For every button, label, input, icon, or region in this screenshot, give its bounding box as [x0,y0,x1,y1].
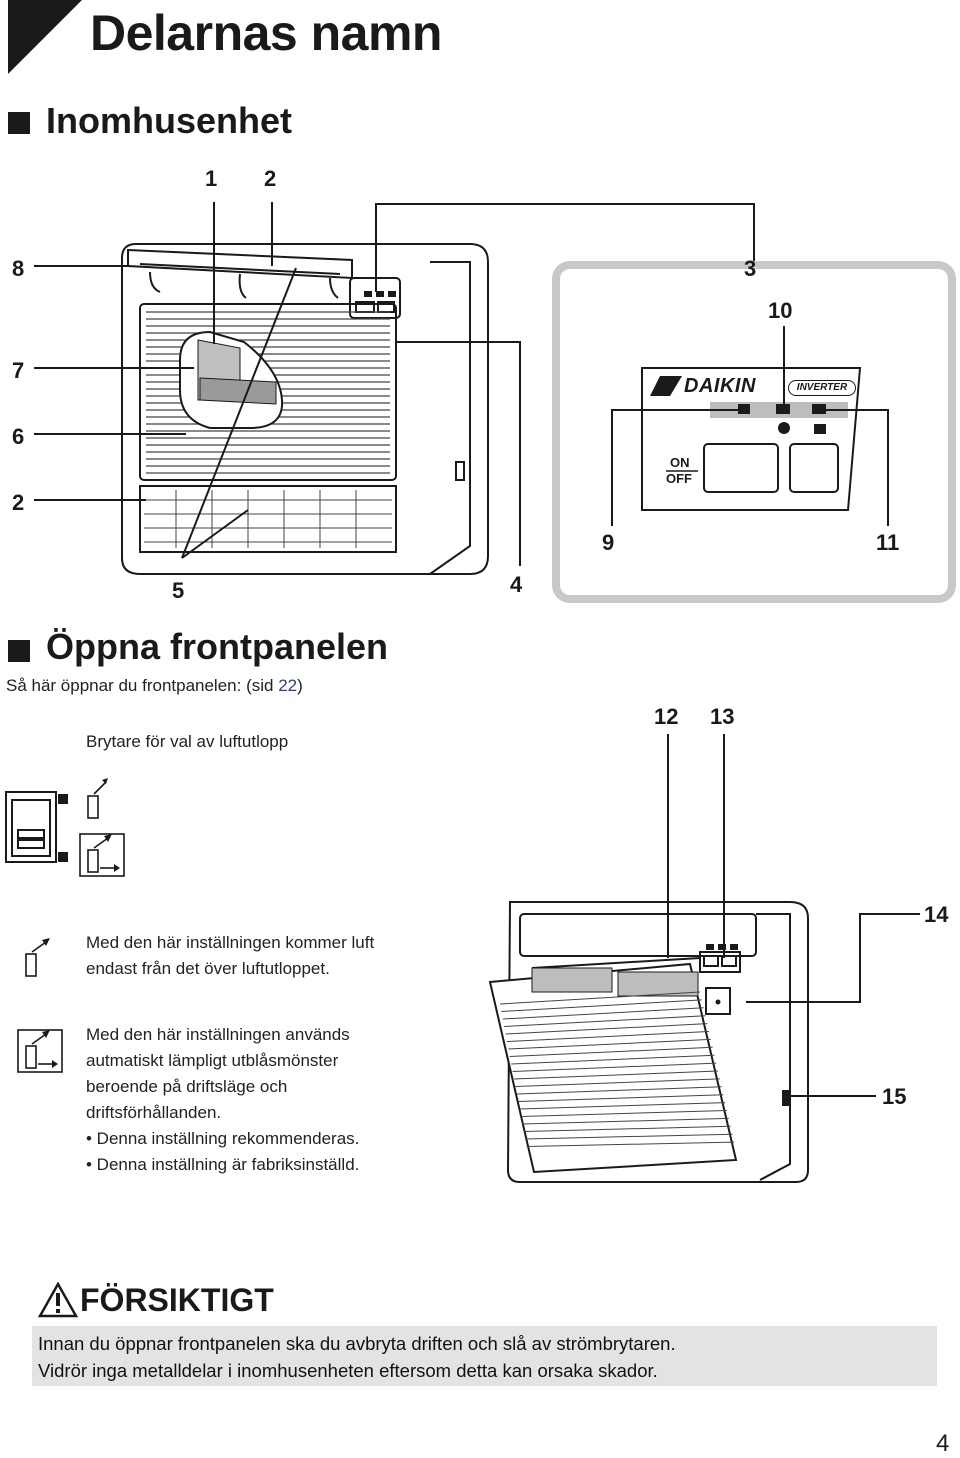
inverter-badge: INVERTER [788,380,856,396]
section-heading-front-panel: Öppna frontpanelen [46,626,388,667]
caution-line-2: Vidrör inga metalldelar i inomhusenheten… [38,1360,658,1381]
brand-logo: DAIKIN [684,375,756,397]
callout-7: 7 [12,358,25,383]
option-upper-description: Med den här inställningen kommer luft en… [86,933,375,978]
callout-10: 10 [768,298,793,323]
callout-15: 15 [882,1084,907,1109]
callout-4: 4 [510,572,523,597]
callout-2-top: 2 [264,166,277,191]
callout-12: 12 [654,704,679,729]
corner-triangle-mark [8,0,82,74]
off-label: OFF [666,471,692,486]
caution-title: FÖRSIKTIGT [80,1282,274,1318]
page-title: Delarnas namn [90,5,442,61]
callout-6: 6 [12,424,25,449]
callout-1: 1 [205,166,218,191]
section-heading-indoor: Inomhusenhet [46,100,293,141]
callout-14: 14 [924,902,949,927]
caution-line-1: Innan du öppnar frontpanelen ska du avbr… [38,1333,676,1354]
intro-text: Så här öppnar du frontpanelen: (sid 22) [6,676,303,695]
callout-2-left: 2 [12,490,25,515]
page-reference-link[interactable]: 22 [278,676,298,695]
caution-box: Innan du öppnar frontpanelen ska du avbr… [32,1326,937,1386]
on-label: ON [670,455,690,470]
callout-13: 13 [710,704,735,729]
callout-11: 11 [876,530,900,555]
callout-5: 5 [172,578,185,603]
option-auto-description: Med den här inställningen används autmat… [86,1025,360,1174]
section-square-icon-2 [8,640,30,662]
callout-8: 8 [12,256,25,281]
callout-3: 3 [744,256,757,281]
switch-label: Brytare för val av luftutlopp [86,732,289,751]
page-number: 4 [936,1430,950,1457]
callout-9: 9 [602,530,615,555]
section-square-icon [8,112,30,134]
